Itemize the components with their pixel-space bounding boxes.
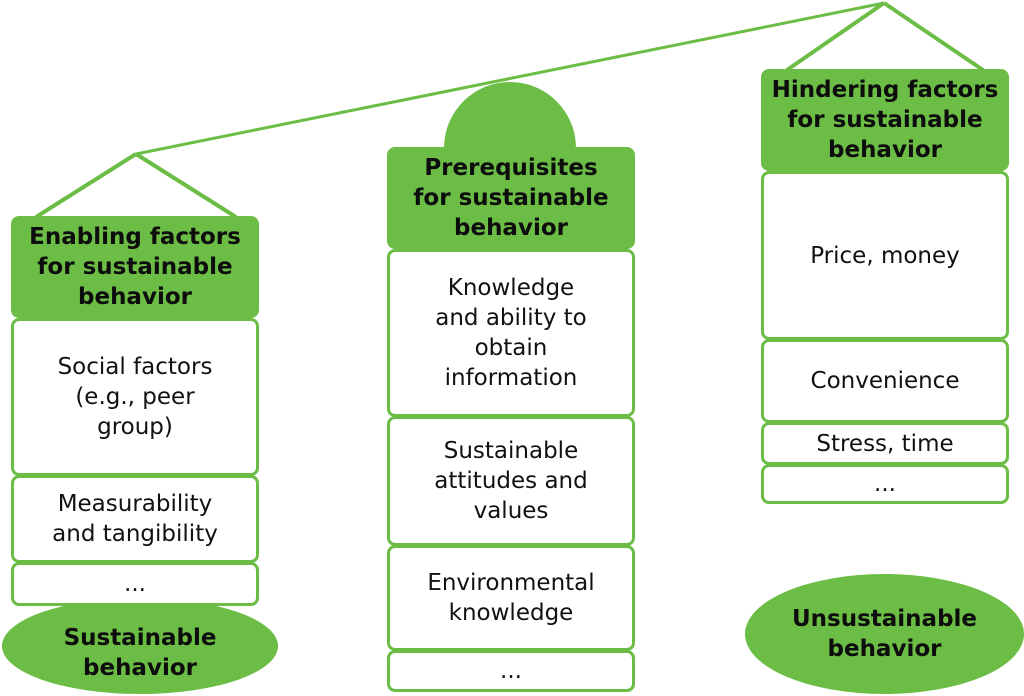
enabling-item-social-factors: Social factors (e.g., peer group) [11, 318, 259, 476]
item-text: Stress, time [816, 430, 954, 457]
hindering-item-more: ... [761, 464, 1009, 504]
hindering-item-price: Price, money [761, 171, 1009, 340]
hindering-factors-title: Hindering factors for sustainable behavi… [771, 77, 999, 163]
item-text: Social factors (e.g., peer group) [57, 354, 213, 440]
enabling-factors-header: Enabling factors for sustainable behavio… [11, 216, 259, 318]
unsustainable-behavior-outcome: Unsustainable behavior [745, 574, 1024, 694]
item-text: Knowledge and ability to obtain informat… [435, 275, 587, 391]
left-hanger-right [134, 152, 238, 219]
hindering-factors-header: Hindering factors for sustainable behavi… [761, 69, 1009, 171]
item-text: Measurability and tangibility [52, 491, 218, 547]
left-hanger-left [34, 152, 138, 219]
prerequisite-item-more: ... [387, 650, 635, 692]
item-text: Convenience [810, 368, 960, 394]
prerequisite-item-attitudes: Sustainable attitudes and values [387, 416, 635, 546]
sustainable-behavior-outcome: Sustainable behavior [2, 598, 278, 694]
balance-beam [135, 1, 885, 156]
enabling-item-measurability: Measurability and tangibility [11, 475, 259, 563]
enabling-item-more: ... [11, 562, 259, 606]
item-text: ... [874, 471, 896, 497]
item-text: ... [124, 571, 146, 597]
prerequisites-header: Prerequisites for sustainable behavior [387, 147, 635, 249]
sustainable-behavior-label: Sustainable behavior [63, 625, 217, 681]
enabling-factors-title: Enabling factors for sustainable behavio… [29, 224, 241, 310]
item-text: Environmental knowledge [427, 570, 595, 626]
right-hanger-left [785, 1, 886, 72]
prerequisite-item-environmental-knowledge: Environmental knowledge [387, 545, 635, 651]
item-text: ... [500, 658, 522, 684]
unsustainable-behavior-label: Unsustainable behavior [791, 606, 978, 662]
hindering-item-convenience: Convenience [761, 339, 1009, 423]
item-text: Sustainable attitudes and values [434, 438, 588, 524]
hindering-item-stress-time: Stress, time [761, 422, 1009, 465]
prerequisites-title: Prerequisites for sustainable behavior [413, 155, 609, 241]
item-text: Price, money [810, 242, 960, 269]
prerequisite-item-knowledge: Knowledge and ability to obtain informat… [387, 249, 635, 417]
right-hanger-right [882, 1, 985, 72]
